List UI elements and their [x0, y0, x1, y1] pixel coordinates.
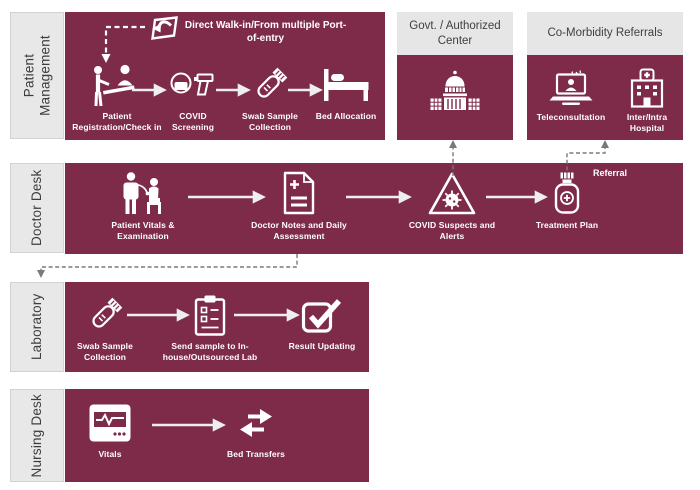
lane-label-nursing-desk: Nursing Desk — [10, 389, 64, 482]
comorbidity-title: Co-Morbidity Referrals — [547, 27, 663, 40]
govt-center-box — [397, 55, 513, 140]
step-caption: Send sample to In-house/Outsourced Lab — [162, 341, 258, 363]
step-bed-transfers: Bed Transfers — [206, 400, 306, 460]
doctor-exam-icon — [118, 169, 168, 217]
band-patient-management: Direct Walk-in/From multiple Port-of-ent… — [65, 12, 385, 140]
vitals-monitor-icon — [88, 400, 132, 446]
step-caption: Vitals — [98, 449, 122, 459]
comorbidity-header: Co-Morbidity Referrals — [527, 12, 683, 55]
step-caption: Patient Vitals & Examination — [111, 220, 175, 242]
step-teleconsultation: Teleconsultation — [529, 67, 613, 123]
step-caption: Treatment Plan — [535, 220, 599, 230]
bed-transfer-icon — [236, 400, 276, 446]
band-doctor-desk: Patient Vitals & Examination Doctor Note… — [65, 163, 683, 254]
band-nursing-desk: Vitals Bed Transfers — [65, 389, 369, 482]
swab-tube-icon — [249, 62, 291, 108]
registration-desk-icon — [89, 62, 145, 108]
teleconsultation-icon — [548, 67, 594, 109]
govt-center-title: Govt. / Authorized Center — [409, 19, 501, 47]
step-patient-vitals: Patient Vitals & Examination — [93, 169, 193, 242]
step-treatment-plan: Treatment Plan — [517, 169, 617, 231]
lane-label-text: Patient Management — [21, 35, 52, 116]
lane-label-patient-management: Patient Management — [10, 12, 64, 139]
step-bed-allocation: Bed Allocation — [309, 62, 383, 122]
step-caption: Swab Sample Collection — [77, 341, 133, 363]
step-caption: COVID Screening — [172, 111, 214, 133]
comorbidity-box: Teleconsultation Inter/Intra Hospital — [527, 55, 683, 140]
step-doctor-notes: Doctor Notes and Daily Assessment — [249, 169, 349, 242]
covid-alert-icon — [427, 169, 477, 217]
step-caption: Patient Registration/Check in — [72, 111, 162, 133]
step-result-updating: Result Updating — [277, 292, 367, 352]
govt-center-header: Govt. / Authorized Center — [397, 12, 513, 55]
step-caption: Teleconsultation — [536, 112, 606, 122]
step-covid-suspects: COVID Suspects and Alerts — [402, 169, 502, 242]
lane-label-text: Laboratory — [29, 293, 45, 361]
step-caption: Swab Sample Collection — [242, 111, 298, 133]
step-caption: Bed Transfers — [227, 449, 285, 459]
referral-label: Referral — [592, 168, 628, 178]
govt-building-icon — [397, 69, 513, 113]
result-check-icon — [301, 292, 343, 338]
step-swab-collection: Swab Sample Collection — [232, 62, 308, 133]
hospital-icon — [627, 67, 667, 109]
connector-notes-to-laboratory — [40, 254, 298, 270]
step-inter-intra-hospital: Inter/Intra Hospital — [617, 67, 677, 134]
step-covid-screening: COVID Screening — [158, 62, 228, 133]
step-caption: Doctor Notes and Daily Assessment — [251, 220, 347, 242]
lane-label-doctor-desk: Doctor Desk — [10, 163, 64, 253]
lab-clipboard-icon — [193, 292, 227, 338]
walkin-note: Direct Walk-in/From multiple Port-of-ent… — [184, 20, 347, 44]
band-laboratory: Swab Sample Collection Send sample to In… — [65, 282, 369, 372]
swab-tube-icon — [84, 292, 126, 338]
step-caption: Inter/Intra Hospital — [626, 112, 668, 134]
bed-icon — [322, 62, 370, 108]
step-caption: Result Updating — [288, 341, 356, 351]
lane-label-text: Doctor Desk — [29, 169, 45, 247]
step-caption: COVID Suspects and Alerts — [408, 220, 496, 242]
step-lab-swab: Swab Sample Collection — [67, 292, 143, 363]
lane-label-laboratory: Laboratory — [10, 282, 64, 372]
step-send-sample: Send sample to In-house/Outsourced Lab — [156, 292, 264, 363]
step-vitals: Vitals — [75, 400, 145, 460]
covid-screening-icon — [168, 62, 218, 108]
step-caption: Bed Allocation — [315, 111, 377, 121]
doctor-notes-icon — [281, 169, 317, 217]
step-patient-registration: Patient Registration/Check in — [65, 62, 169, 133]
walkin-return-icon — [147, 14, 179, 42]
lane-label-text: Nursing Desk — [29, 393, 45, 478]
